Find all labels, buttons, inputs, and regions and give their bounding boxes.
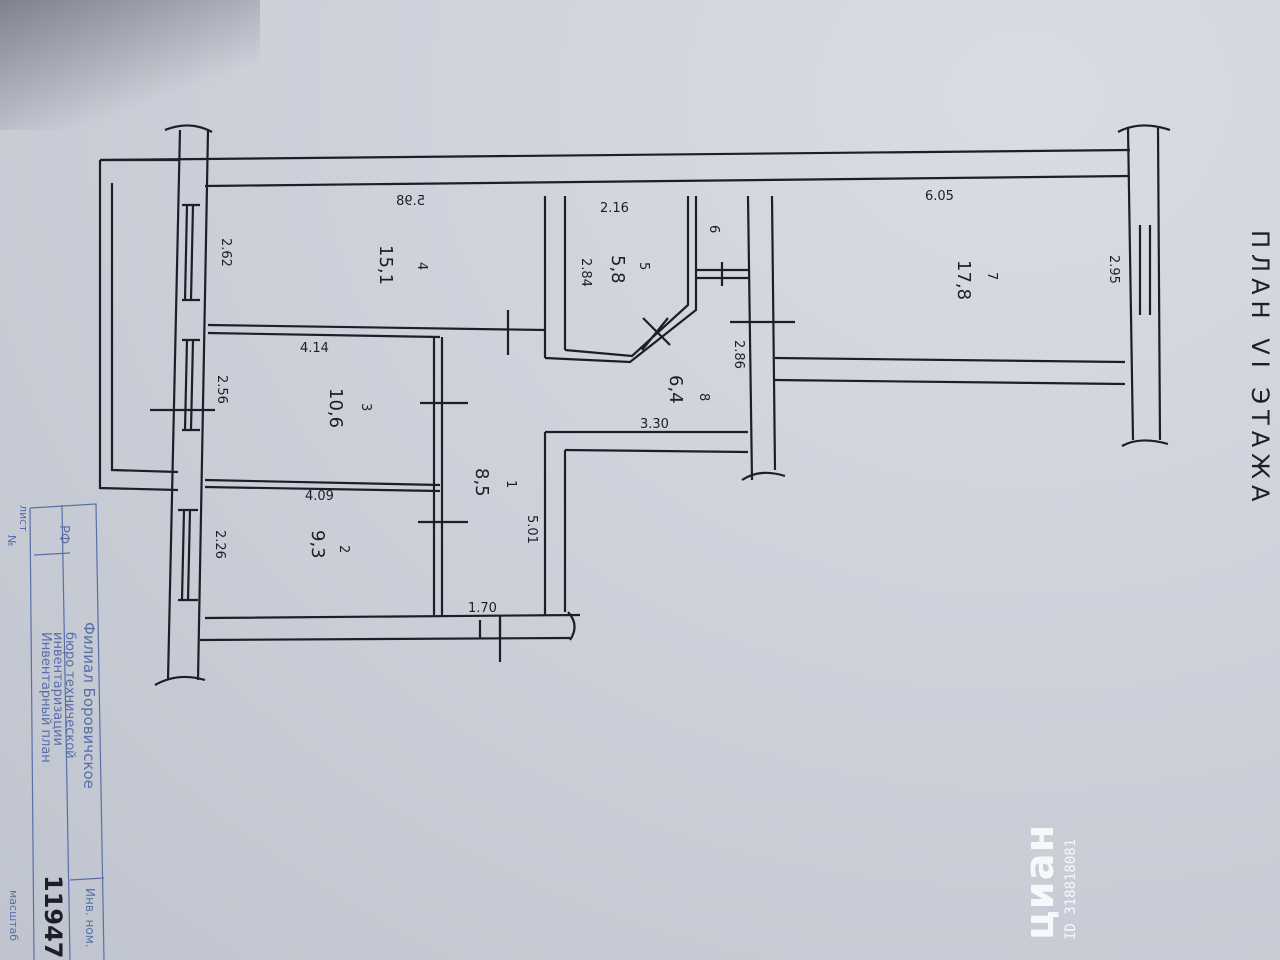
- dim-room4-width: 2.62: [218, 238, 233, 267]
- wall-4-3-a: [207, 323, 546, 332]
- dim-room8-width: 2.86: [731, 340, 746, 369]
- wall-8-hall: [545, 430, 749, 454]
- room7-number: 7: [984, 272, 999, 280]
- dim-room4-length: 5.98: [396, 194, 425, 209]
- dim-room8-length: 3.30: [640, 417, 669, 432]
- room8-area: 6,4: [665, 375, 686, 404]
- wall-break-right-bottom: [1121, 439, 1169, 447]
- balcony-outline: [98, 160, 179, 492]
- window-room7: [1138, 225, 1152, 315]
- wall-break-top: [164, 124, 213, 133]
- stamp-inv-number: 11947: [39, 875, 67, 959]
- entrance-door: [478, 620, 502, 638]
- dim-room2-width: 2.26: [212, 530, 227, 559]
- room1-number: 1: [503, 480, 518, 488]
- room1-area: 8,5: [471, 468, 492, 497]
- dim-room5-width: 2.84: [578, 258, 593, 287]
- dim-room3-length: 4.14: [300, 341, 329, 356]
- room5-angled-wall: [564, 196, 690, 358]
- dim-hall-width: 1.70: [468, 601, 497, 616]
- room4-number: 4: [414, 262, 429, 270]
- dim-hall-length: 5.01: [524, 515, 539, 544]
- paper-shadow: [0, 0, 260, 130]
- wall-7-bottom: [774, 356, 1126, 386]
- room7-area: 17,8: [953, 260, 974, 300]
- cian-logo: циан: [1017, 823, 1063, 940]
- room3-area: 10,6: [325, 388, 346, 428]
- stamp-org-line3: инвентаризации: [50, 632, 65, 746]
- room3-number: 3: [358, 403, 373, 411]
- outer-wall-bottom: [199, 613, 581, 642]
- stamp-inv-label: Инв. ном.: [83, 888, 97, 948]
- room4-area: 15,1: [375, 245, 396, 285]
- outer-wall-right: [1126, 127, 1162, 441]
- wall-break-mid: [741, 471, 786, 481]
- outer-wall-top: [99, 148, 1131, 162]
- room2-area: 9,3: [307, 530, 328, 559]
- room5-angled-wall-b: [544, 196, 698, 364]
- stamp-left-col2: №: [5, 535, 18, 546]
- balcony-inner: [110, 183, 179, 474]
- room6-number: 6: [706, 225, 721, 233]
- wall-break-right: [567, 611, 576, 641]
- cian-listing-id: ID 318818081: [1063, 838, 1079, 940]
- wall-4-3-b: [207, 331, 441, 339]
- room2-number: 2: [336, 545, 351, 553]
- outer-wall-top-inner: [204, 174, 1131, 188]
- room5-door-cross: [641, 317, 671, 351]
- stamp-scale-label: масштаб: [7, 890, 20, 941]
- dim-room5-length: 2.16: [600, 201, 629, 216]
- wall-4-5: [543, 196, 567, 358]
- outer-wall-left-b: [196, 129, 210, 681]
- stamp-org-line2: бюро технической: [62, 632, 77, 759]
- stamp-table: [29, 503, 105, 960]
- window-room2-glass: [180, 509, 192, 601]
- dim-room7-length: 6.05: [925, 189, 954, 204]
- stamp-org-line4: Инвентарный план: [38, 632, 53, 763]
- stamp-org-line1: Филиал Боровичское: [80, 622, 98, 789]
- dim-room3-width: 2.56: [214, 375, 229, 404]
- hall-walls: [543, 432, 567, 615]
- cian-watermark: циан ID 318818081: [1017, 750, 1097, 940]
- room5-number: 5: [636, 262, 651, 270]
- plan-title: ПЛАН VI ЭТАЖА: [1246, 230, 1274, 507]
- wall-break-bottom: [154, 675, 206, 686]
- wall-break-right-top: [1117, 124, 1171, 133]
- stamp-header: РФ: [56, 525, 71, 544]
- window-room3-glass: [183, 339, 195, 431]
- outer-wall-left-a: [166, 129, 182, 681]
- dim-room7-width: 2.95: [1106, 255, 1121, 284]
- wall-3-2-b: [204, 485, 441, 493]
- wall-3-2-a: [204, 478, 441, 487]
- room5-area: 5,8: [607, 255, 628, 284]
- window-room4-glass: [183, 204, 195, 301]
- wall-7-8: [746, 195, 777, 481]
- room8-number: 8: [696, 393, 711, 401]
- wall-rooms-hall: [432, 337, 444, 615]
- dim-room2-length: 4.09: [305, 489, 334, 504]
- stamp-left-col1: лист: [17, 505, 30, 532]
